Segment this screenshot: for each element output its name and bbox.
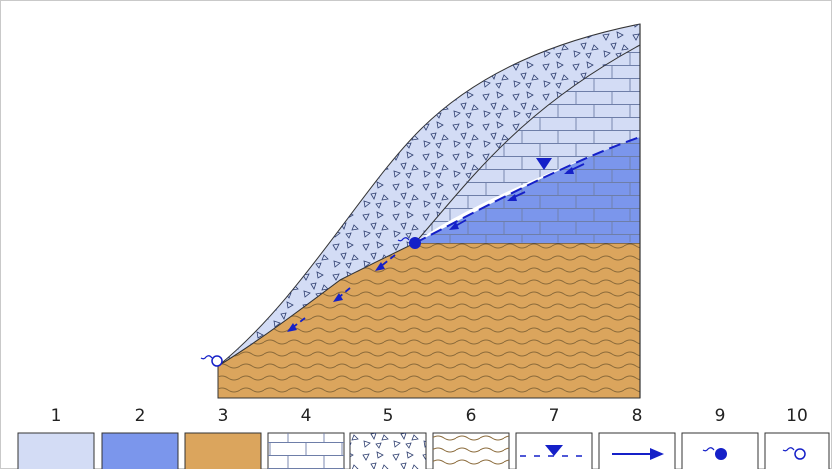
legend-swatch-1 [18, 433, 94, 469]
legend-number-6: 6 [456, 406, 486, 426]
legend-swatch-8 [599, 433, 675, 469]
legend-number-9: 9 [705, 406, 735, 426]
legend-number-3: 3 [208, 406, 238, 426]
legend-number-5: 5 [373, 406, 403, 426]
legend-number-1: 1 [41, 406, 71, 426]
legend-number-4: 4 [291, 406, 321, 426]
legend-number-7: 7 [539, 406, 569, 426]
legend-swatch-2 [102, 433, 178, 469]
legend-number-8: 8 [622, 406, 652, 426]
legend-number-10: 10 [782, 406, 812, 426]
spring-open-icon [201, 356, 222, 366]
legend-number-2: 2 [125, 406, 155, 426]
legend [18, 433, 829, 469]
legend-swatch-3 [185, 433, 261, 469]
